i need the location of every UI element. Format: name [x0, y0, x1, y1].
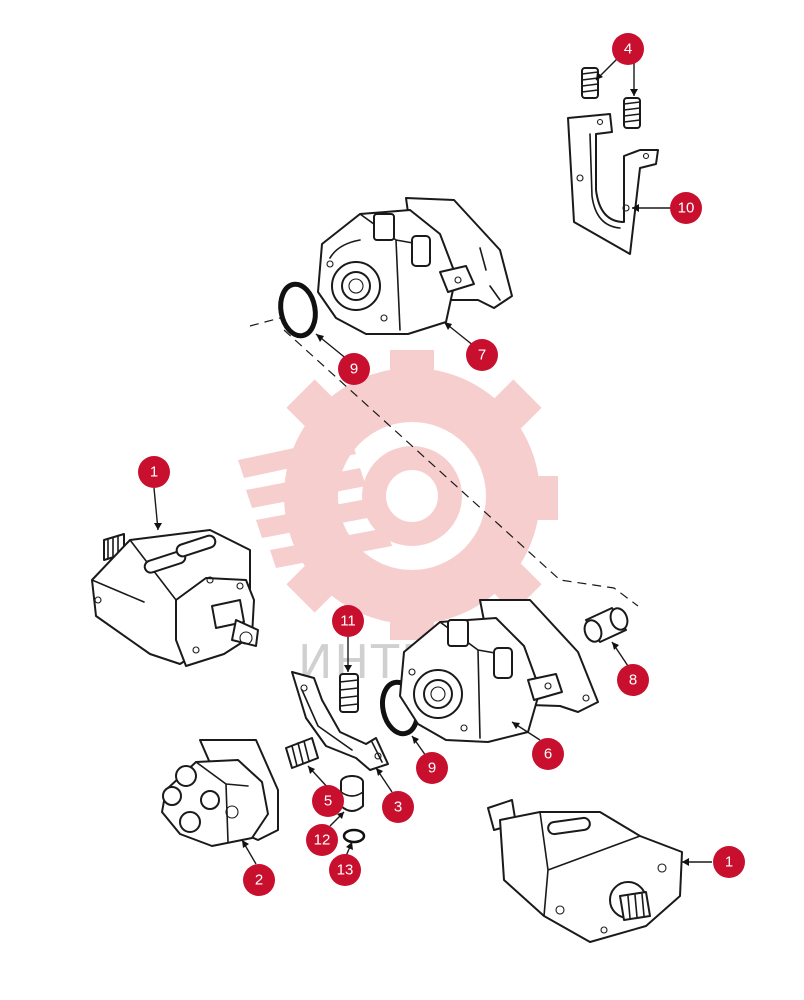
- callout-2-label: 2: [255, 872, 263, 889]
- seal-ring-13: [342, 828, 366, 844]
- callout-4: 4: [612, 33, 644, 65]
- callout-4-label: 4: [624, 41, 632, 58]
- plunger-5: [285, 737, 319, 769]
- callout-6-label: 6: [544, 746, 552, 763]
- callout-11: 11: [332, 605, 364, 637]
- o-ring-9-upper: [278, 281, 318, 339]
- pump-body-2: [161, 739, 279, 847]
- callout-1-left: 1: [138, 456, 170, 488]
- callout-12: 12: [306, 824, 338, 856]
- callout-10: 10: [670, 192, 702, 224]
- callout-7-label: 7: [478, 347, 486, 364]
- assembly-axis-line: [249, 317, 639, 607]
- callout-10-label: 10: [678, 200, 695, 217]
- callout-11-label: 11: [340, 613, 356, 630]
- callout-13-label: 13: [337, 862, 354, 879]
- callout-9-upper: 9: [338, 353, 370, 385]
- callout-13: 13: [329, 854, 361, 886]
- spring-4-lower: [623, 97, 641, 129]
- callout-9-upper-label: 9: [350, 361, 358, 378]
- callout-9-lower-label: 9: [428, 760, 436, 777]
- callout-9-lower: 9: [416, 752, 448, 784]
- hydraulic-pump-1-right: [487, 799, 683, 943]
- callout-8-label: 8: [629, 672, 637, 689]
- callout-7: 7: [466, 339, 498, 371]
- u-bracket-10: [567, 113, 659, 255]
- bushing-8: [583, 607, 629, 643]
- spring-11: [339, 673, 359, 713]
- callout-2: 2: [243, 864, 275, 896]
- spring-4-upper: [581, 67, 599, 99]
- callout-8: 8: [617, 664, 649, 696]
- bracket-3: [291, 671, 389, 771]
- callout-6: 6: [532, 738, 564, 770]
- pump-assembly-7: [317, 197, 513, 335]
- callout-3: 3: [382, 791, 414, 823]
- callout-1-right-label: 1: [725, 854, 733, 871]
- valve-seat-12: [340, 775, 364, 812]
- pump-assembly-6: [399, 599, 599, 743]
- callout-1-left-label: 1: [150, 464, 158, 481]
- callout-12-label: 12: [314, 832, 331, 849]
- callout-3-label: 3: [394, 799, 402, 816]
- callout-5-label: 5: [324, 793, 332, 810]
- watermark-logo: ИНТЕХ: [238, 350, 558, 689]
- callout-1-right: 1: [713, 846, 745, 878]
- hydraulic-pump-1-left: [91, 529, 259, 667]
- callout-5: 5: [312, 785, 344, 817]
